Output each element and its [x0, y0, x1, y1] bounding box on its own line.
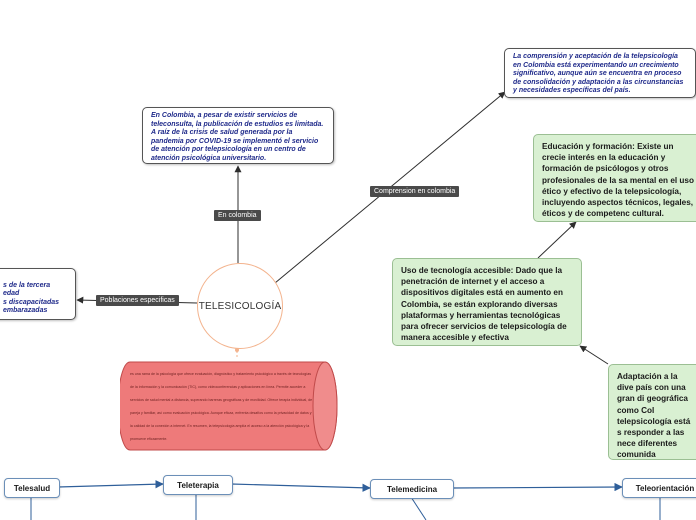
tag-poblaciones[interactable]: Poblaciones especificas [96, 295, 179, 306]
node-teleorientacion[interactable]: Teleorientación [622, 478, 696, 498]
note-colombia-text: En Colombia, a pesar de existir servicio… [151, 112, 324, 162]
cylinder-text: es una rama de la psicología que ofrece … [130, 372, 313, 441]
node-teleterapia[interactable]: Teleterapia [163, 475, 233, 495]
line-telemedicina-teleorientacion [451, 482, 623, 492]
tag-comprension[interactable]: Comprension en colombia [370, 186, 460, 197]
box-educacion[interactable]: Educación y formación: Existe un crecie … [533, 134, 696, 222]
note-poblaciones-text: s de la tercera edad s discapacitadas em… [3, 281, 60, 315]
central-topic[interactable]: TELESICOLOGÍA [197, 263, 283, 349]
node-telemedicina-label: Telemedicina [386, 484, 438, 494]
stub-telemedicina [410, 496, 427, 520]
box-tecnologia-text: Uso de tecnología accesible: Dado que la… [401, 266, 567, 343]
line-tecnologia-educacion [537, 221, 577, 259]
line-telesalud-teleterapia [57, 480, 164, 489]
note-comprension-text: La comprensión y aceptación de la teleps… [513, 53, 684, 95]
note-comprension[interactable]: La comprensión y aceptación de la teleps… [504, 48, 696, 98]
definition-cylinder[interactable] [120, 358, 340, 454]
note-colombia[interactable]: En Colombia, a pesar de existir servicio… [142, 107, 334, 164]
node-telesalud[interactable]: Telesalud [4, 478, 60, 498]
line-adaptacion-tecnologia [579, 345, 609, 365]
node-teleterapia-label: Teleterapia [177, 480, 219, 490]
note-poblaciones[interactable]: s de la tercera edad s discapacitadas em… [0, 268, 76, 320]
line-teleterapia-telemedicina [230, 483, 371, 492]
central-topic-label: TELESICOLOGÍA [198, 300, 282, 312]
box-adaptacion-text: Adaptación a la dive país con una gran d… [617, 372, 691, 460]
cylinder-connector-dot [235, 348, 239, 352]
node-telesalud-label: Telesalud [13, 483, 51, 493]
box-adaptacion[interactable]: Adaptación a la dive país con una gran d… [608, 364, 696, 460]
box-educacion-text: Educación y formación: Existe un crecie … [542, 142, 694, 219]
box-tecnologia[interactable]: Uso de tecnología accesible: Dado que la… [392, 258, 582, 346]
node-teleorientacion-label: Teleorientación [635, 483, 695, 493]
tag-en-colombia[interactable]: En colombia [214, 210, 261, 221]
node-telemedicina[interactable]: Telemedicina [370, 479, 454, 499]
